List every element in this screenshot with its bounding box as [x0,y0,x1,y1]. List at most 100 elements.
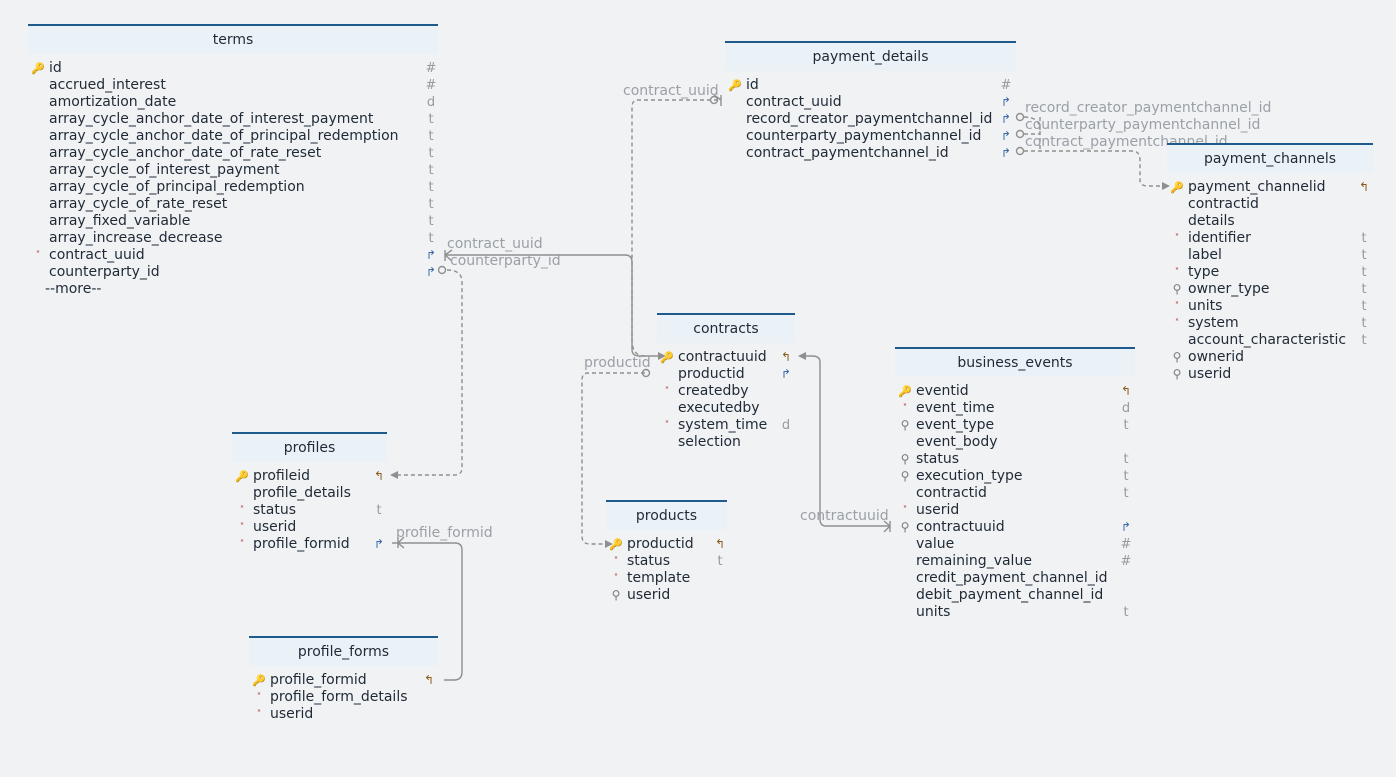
table-title[interactable]: products [606,500,727,530]
column-marker [897,553,913,570]
column-row[interactable]: record_creator_paymentchannel_id↱ [725,111,1016,128]
column-type: t [1123,452,1129,467]
column-marker [727,145,743,162]
column-row[interactable]: 🔑payment_channelid↰ [1167,179,1373,196]
table-title[interactable]: profiles [232,432,387,462]
column-row[interactable]: 🔑productid↰ [606,536,727,553]
column-row[interactable]: productid↱ [657,366,795,383]
column-row[interactable]: array_cycle_anchor_date_of_interest_paym… [28,111,438,128]
column-row[interactable]: ⚲ownerid [1167,349,1373,366]
table-title[interactable]: profile_forms [249,636,438,666]
column-row[interactable]: profile_details [232,485,387,502]
index-icon: ⚲ [900,452,910,466]
column-row[interactable]: event_body [895,434,1135,451]
column-marker [30,213,46,230]
required-marker-icon: ˟ [1174,266,1180,279]
column-row[interactable]: ˟userid [249,706,438,723]
foreign-key-icon: ↱ [1120,520,1132,534]
foreign-key-icon: ↱ [1000,129,1012,143]
column-name: contract_uuid [746,94,842,110]
table-payment-channels[interactable]: payment_channels 🔑payment_channelid↰contr… [1167,143,1373,383]
column-row[interactable]: ˟userid [895,502,1135,519]
column-row[interactable]: remaining_value# [895,553,1135,570]
column-row[interactable]: ⚲userid [1167,366,1373,383]
column-row[interactable]: ⚲userid [606,587,727,604]
column-type: t [1361,299,1367,314]
column-row[interactable]: 🔑contractuuid↰ [657,349,795,366]
column-row[interactable]: credit_payment_channel_id [895,570,1135,587]
column-row[interactable]: executedby [657,400,795,417]
table-title[interactable]: payment_details [725,41,1016,71]
column-row[interactable]: contract_uuid↱ [725,94,1016,111]
more-columns-link[interactable]: --more-- [45,281,102,297]
table-contracts[interactable]: contracts 🔑contractuuid↰productid↱˟create… [657,313,795,451]
column-name: array_cycle_anchor_date_of_rate_reset [49,145,322,161]
column-row[interactable]: value# [895,536,1135,553]
column-name: array_cycle_of_interest_payment [49,162,280,178]
column-name: debit_payment_channel_id [916,587,1104,603]
column-name: status [253,502,297,518]
column-row[interactable]: ˟userid [232,519,387,536]
required-marker-icon: ˟ [1174,232,1180,245]
column-row[interactable]: 🔑profile_formid↰ [249,672,438,689]
foreign-key-icon: ↱ [425,248,437,262]
column-name: template [627,570,691,586]
column-row[interactable]: contract_paymentchannel_id↱ [725,145,1016,162]
table-profiles[interactable]: profiles 🔑profileid↰profile_details˟statu… [232,432,387,553]
table-title[interactable]: business_events [895,347,1135,377]
table-payment-details[interactable]: payment_details🔑id#contract_uuid↱record_… [725,41,1016,162]
foreign-key-icon: ↱ [373,537,385,551]
column-type: t [428,129,434,144]
column-row[interactable]: ⚲contractuuid↱ [895,519,1135,536]
column-row[interactable]: contractid [1167,196,1373,213]
column-row[interactable]: ˟createdby [657,383,795,400]
column-row[interactable]: ˟profile_form_details [249,689,438,706]
column-row[interactable]: 🔑eventid↰ [895,383,1135,400]
table-title[interactable]: contracts [657,313,795,343]
column-row[interactable]: selection [657,434,795,451]
column-name: status [627,553,671,569]
column-row[interactable]: debit_payment_channel_id [895,587,1135,604]
table-profile-forms[interactable]: profile_forms 🔑profile_formid↰˟profile_fo… [249,636,438,723]
table-title[interactable]: payment_channels [1167,143,1373,173]
column-row[interactable]: ˟template [606,570,727,587]
column-row[interactable]: ˟profile_formid↱ [232,536,387,553]
column-row[interactable]: accrued_interest# [28,77,438,94]
column-row[interactable]: 🔑profileid↰ [232,468,387,485]
table-terms[interactable]: terms 🔑id#accrued_interest#amortization_d… [28,24,438,297]
column-row[interactable]: counterparty_paymentchannel_id↱ [725,128,1016,145]
column-row[interactable]: ˟contract_uuid↱ [28,247,438,264]
column-row[interactable]: 🔑id# [28,60,438,77]
column-row[interactable]: array_cycle_anchor_date_of_principal_red… [28,128,438,145]
column-row[interactable]: details [1167,213,1373,230]
table-title[interactable]: terms [28,24,438,54]
column-row[interactable]: 🔑id# [725,77,1016,94]
column-marker [727,111,743,128]
column-row[interactable]: counterparty_id↱ [28,264,438,281]
